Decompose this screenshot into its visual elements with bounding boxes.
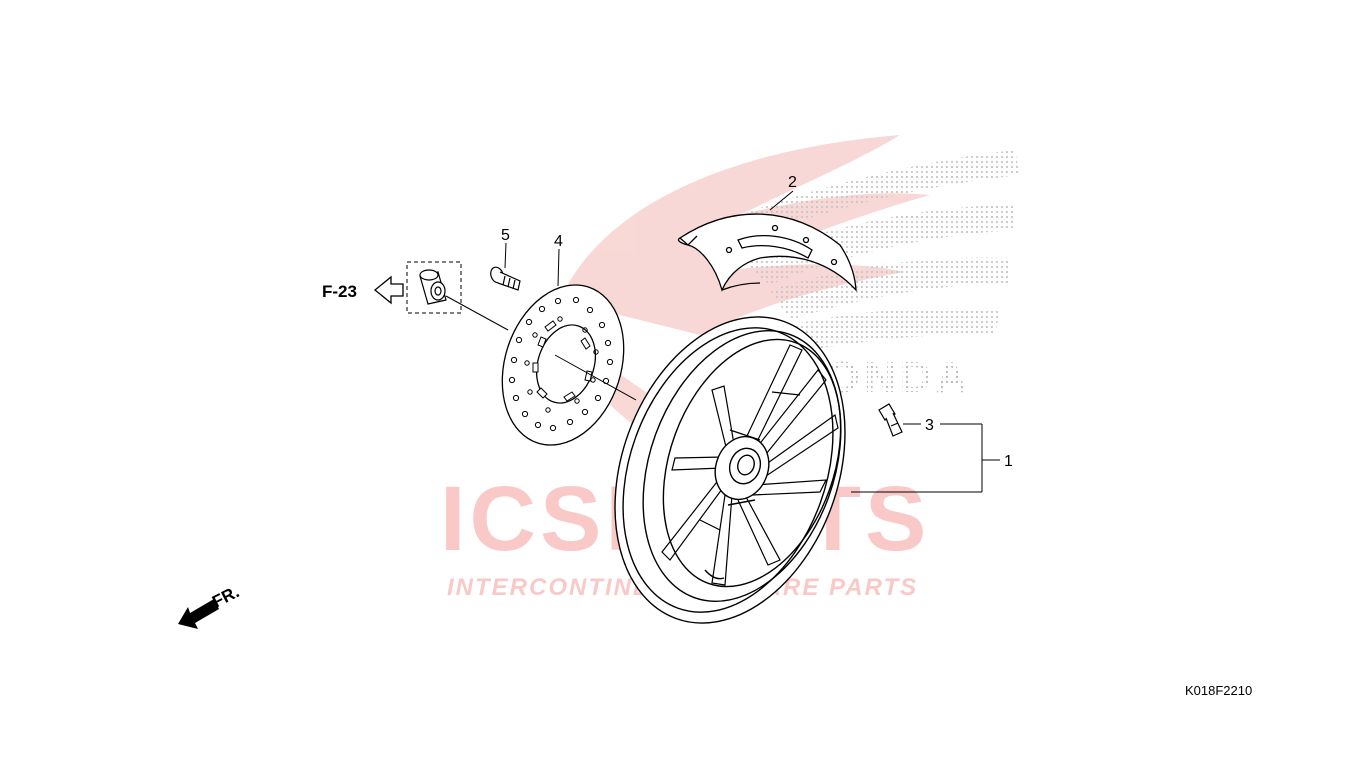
disc-holes xyxy=(508,296,614,432)
part-4-brake-disc xyxy=(501,284,625,446)
callout-part-4: 4 xyxy=(554,233,563,250)
callout-part-1: 1 xyxy=(1004,453,1013,470)
part-1-wheel xyxy=(614,316,846,624)
callout-part-2: 2 xyxy=(788,174,797,191)
part-2-cover xyxy=(677,213,857,292)
disc-slots xyxy=(532,320,593,402)
front-arrow-icon xyxy=(178,599,219,629)
collar-part-box xyxy=(406,261,462,314)
wheel-spokes xyxy=(661,344,839,586)
callout-part-5: 5 xyxy=(501,227,510,244)
hollow-arrow-icon xyxy=(373,275,404,305)
reference-arrow: F-23 xyxy=(322,275,404,305)
front-direction-indicator: FR. xyxy=(178,582,242,629)
drawing-code: K018F2210 xyxy=(1185,683,1252,698)
part-3-valve xyxy=(878,403,903,437)
callout-part-3: 3 xyxy=(925,417,934,434)
part-5-bolt xyxy=(490,266,521,291)
leader-lines xyxy=(445,190,1000,493)
reference-label: F-23 xyxy=(322,282,357,301)
